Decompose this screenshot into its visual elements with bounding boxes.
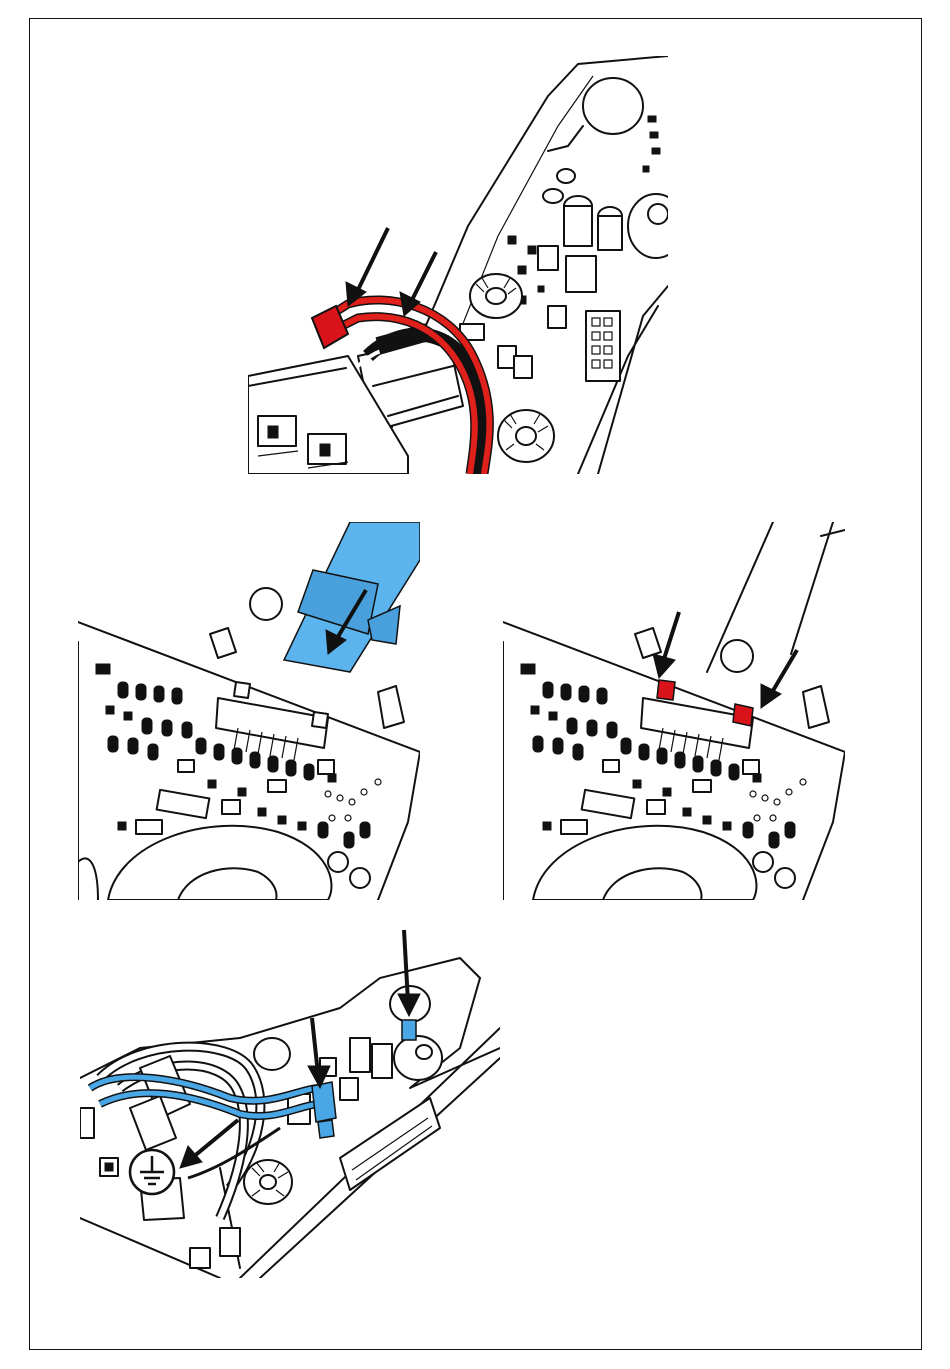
- figure-ribbon-insertion: [78, 522, 420, 900]
- figure-latch-locking: [503, 522, 845, 900]
- figure-ground-connection: [80, 928, 500, 1278]
- figure-cable-routing: [248, 56, 668, 474]
- arrow-1: [346, 228, 388, 306]
- protective-earth-icon: [130, 1150, 174, 1194]
